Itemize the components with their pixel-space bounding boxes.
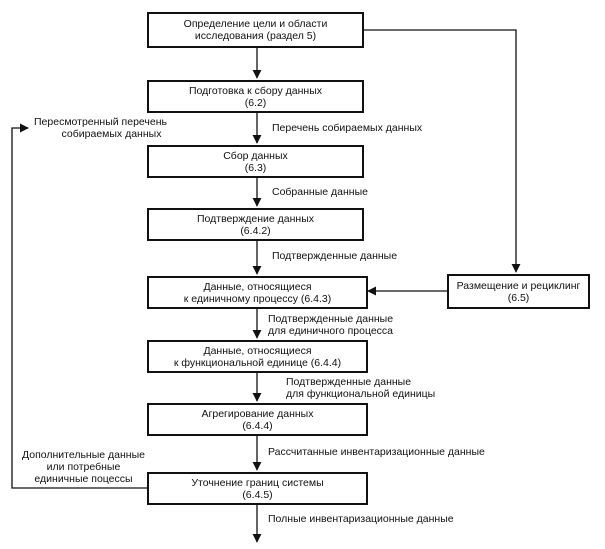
box-data-collection: Сбор данных (6.3) (147, 145, 364, 178)
arrow-feedback-loop (11, 123, 148, 489)
label-collected-list: Перечень собираемых данных (272, 122, 423, 134)
box-unit-line1: Данные, относящиеся (203, 280, 312, 293)
box-data-preparation: Подготовка к сбору данных (6.2) (147, 80, 364, 113)
box-prep-line2: (6.2) (244, 96, 267, 109)
box-unit-process-data: Данные, относящиеся к единичному процесс… (147, 276, 368, 309)
box-allocation-line1: Размещение и рециклинг (456, 279, 581, 292)
box-validate-line2: (6.4.2) (240, 224, 271, 237)
box-functional-line1: Данные, относящиеся (203, 344, 312, 357)
box-goal-line1: Определение цели и области (183, 18, 328, 30)
label-validated-func-line2: для функциональной единицы (286, 388, 436, 400)
label-complete-inventory: Полные инвентаризационные данные (268, 513, 454, 525)
box-system-boundary-refinement: Уточнение границ системы (6.4.5) (147, 472, 368, 505)
box-goal-scope: Определение цели и области исследования … (147, 12, 364, 48)
label-revised-line2: собираемых данных (61, 128, 162, 140)
box-data-aggregation: Агрегирование данных (6.4.4) (147, 403, 368, 436)
label-validated-func-line1: Подтвержденные данные (286, 376, 412, 388)
label-validated-unit-line1: Подтвержденные данные (268, 313, 394, 325)
label-calculated-inventory: Рассчитанные инвентаризационные данные (268, 446, 485, 458)
box-validate-line1: Подтверждение данных (196, 212, 314, 225)
label-additional-data: Дополнительные данные или потребные един… (22, 449, 145, 485)
label-validated-functional: Подтвержденные данные для функциональной… (286, 376, 435, 400)
box-collect-line1: Сбор данных (223, 149, 288, 162)
box-allocation-line2: (6.5) (507, 291, 530, 304)
label-collected-data: Собранные данные (272, 186, 368, 198)
label-additional-line1: Дополнительные данные (22, 449, 145, 461)
label-additional-line3: единичные поцессы (34, 473, 133, 485)
box-aggregate-line2: (6.4.4) (242, 419, 273, 432)
box-goal-line2: исследования (раздел 5) (194, 30, 317, 42)
box-functional-line2: к функциональной единице (6.4.4) (173, 356, 342, 369)
box-functional-unit-data: Данные, относящиеся к функциональной еди… (147, 340, 368, 373)
arrow-goal-allocation (364, 29, 521, 273)
label-validated-unit-line2: для единичного процесса (268, 325, 394, 337)
box-allocation-recycling: Размещение и рециклинг (6.5) (447, 274, 590, 309)
box-prep-line1: Подготовка к сбору данных (188, 84, 323, 97)
box-refine-line2: (6.4.5) (242, 488, 273, 501)
box-unit-line2: к единичному процессу (6.4.3) (183, 292, 332, 305)
label-additional-line2: или потребные (46, 461, 121, 473)
label-validated-data: Подтвержденные данные (272, 250, 398, 262)
label-revised-list: Пересмотренный перечень собираемых данны… (34, 116, 167, 140)
box-refine-line1: Уточнение границ системы (191, 476, 324, 489)
box-aggregate-line1: Агрегирование данных (201, 407, 314, 420)
box-collect-line2: (6.3) (244, 161, 267, 174)
label-revised-line1: Пересмотренный перечень (34, 116, 167, 128)
box-data-validation: Подтверждение данных (6.4.2) (147, 208, 364, 241)
label-validated-unit: Подтвержденные данные для единичного про… (268, 313, 393, 337)
